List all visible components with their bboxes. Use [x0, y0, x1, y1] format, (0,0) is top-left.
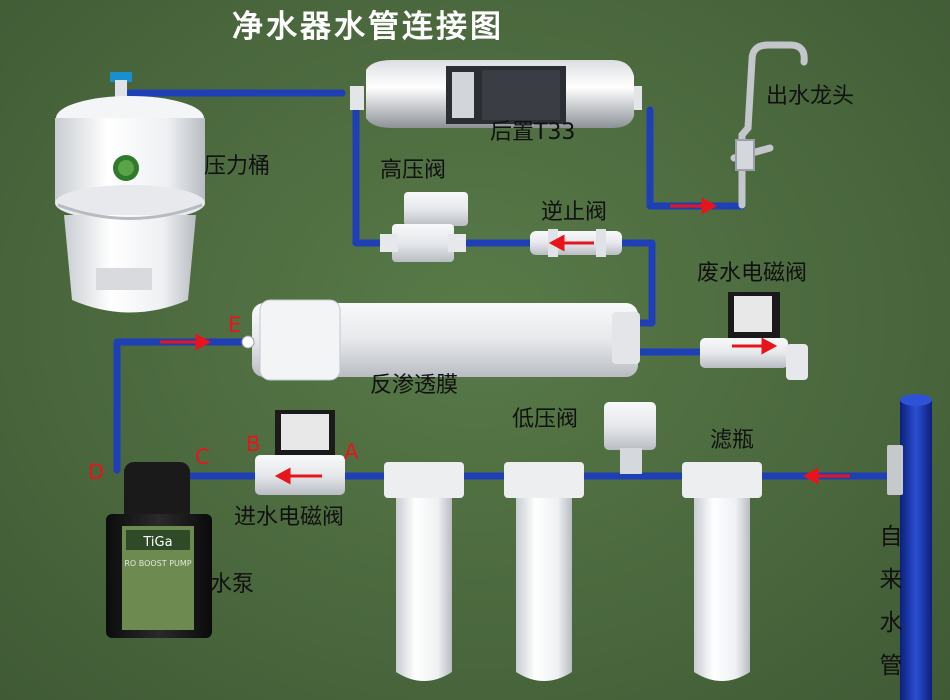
label-tap-water-char: 自: [879, 524, 903, 550]
label-waste-valve: 废水电磁阀: [697, 261, 808, 286]
tap-water-pipe-top: [900, 394, 932, 406]
waste-solenoid-valve: [700, 292, 808, 380]
low-pressure-valve: [604, 402, 656, 474]
label-post-filter: 后置T33: [490, 120, 576, 145]
label-low-pressure-valve: 低压阀: [512, 407, 579, 432]
label-high-pressure-valve: 高压阀: [380, 158, 447, 183]
filter-bottle-3: [682, 462, 762, 681]
pipe-membrane-to-pump: [113, 338, 252, 474]
faucet: [730, 41, 808, 209]
post-filter: [350, 60, 642, 128]
flow-arrow-check-valve: [548, 234, 594, 252]
pipe-check-valve-to-membrane: [614, 239, 656, 327]
pump-brand: TiGa: [142, 535, 172, 550]
flow-arrows: [160, 197, 850, 485]
flow-arrow-faucet: [670, 197, 718, 215]
point-e: E: [228, 313, 242, 337]
label-tap-water-char: 水: [879, 610, 903, 636]
pipe-post-filter-to-high-valve: [352, 106, 384, 247]
tap-water-pipe: [900, 400, 932, 700]
point-b: B: [246, 432, 261, 456]
point-a: A: [344, 440, 359, 464]
inlet-solenoid-valve: [255, 410, 345, 495]
flow-arrow-waste-valve: [732, 337, 778, 355]
label-filter-bottle: 滤瓶: [710, 428, 755, 453]
pipe-post-filter-to-faucet: [646, 106, 746, 210]
label-inlet-valve: 进水电磁阀: [234, 505, 345, 530]
filter-bottle-2: [504, 462, 584, 681]
label-check-valve: 逆止阀: [541, 200, 608, 225]
label-faucet: 出水龙头: [766, 84, 855, 109]
point-c: C: [195, 445, 210, 469]
label-pressure-tank: 压力桶: [204, 154, 271, 179]
flow-arrow-main-line: [802, 467, 850, 485]
ro-membrane: [241, 299, 640, 381]
label-tap-water-char: 管: [879, 653, 903, 679]
pump-model: RO BOOST PUMP: [124, 559, 191, 568]
point-d: D: [88, 460, 105, 484]
filter-bottle-1: [384, 462, 464, 681]
label-tap-water-char: 来: [879, 567, 903, 593]
tap-water-pipe-fitting: [887, 445, 903, 495]
label-tap-water: 自 来 水 管: [876, 516, 906, 688]
pump: TiGa RO BOOST PUMP: [106, 462, 212, 638]
pressure-tank: [55, 72, 205, 313]
flow-arrow-inlet-valve: [274, 467, 322, 485]
label-ro-membrane: 反渗透膜: [370, 373, 459, 398]
high-pressure-valve: [380, 192, 468, 262]
diagram-title: 净水器水管连接图: [232, 9, 504, 45]
flow-arrow-membrane-inlet: [160, 333, 212, 351]
label-pump: 水泵: [210, 572, 255, 597]
